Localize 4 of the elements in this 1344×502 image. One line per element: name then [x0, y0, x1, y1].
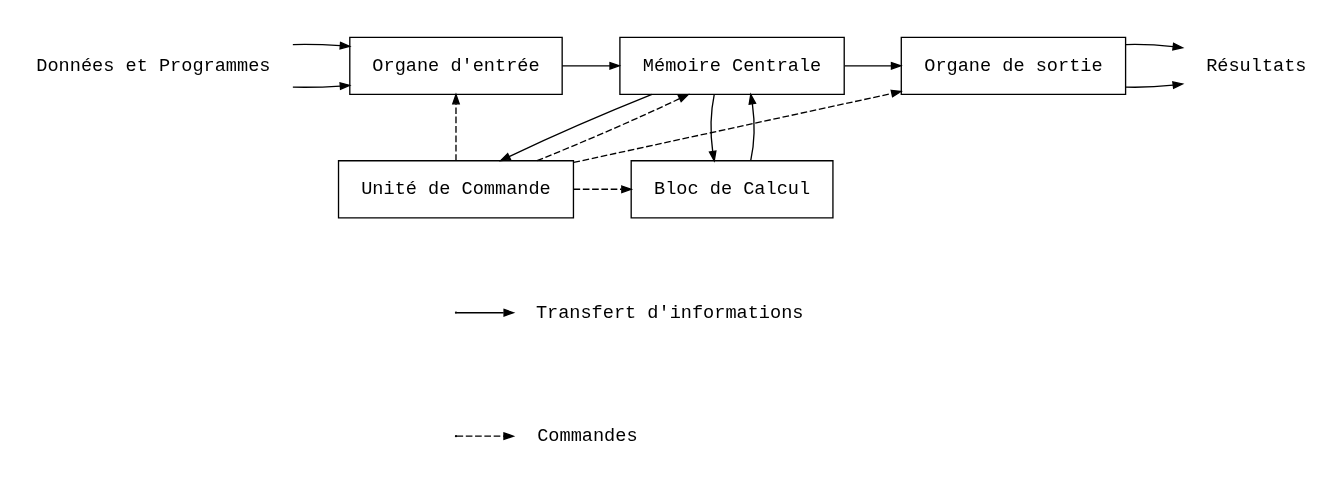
node-text: Données et Programmes: [36, 55, 271, 77]
node-text: Résultats: [1206, 55, 1307, 77]
legend-label: Transfert d'informations: [535, 302, 804, 324]
legend-label: Commandes: [537, 426, 638, 448]
